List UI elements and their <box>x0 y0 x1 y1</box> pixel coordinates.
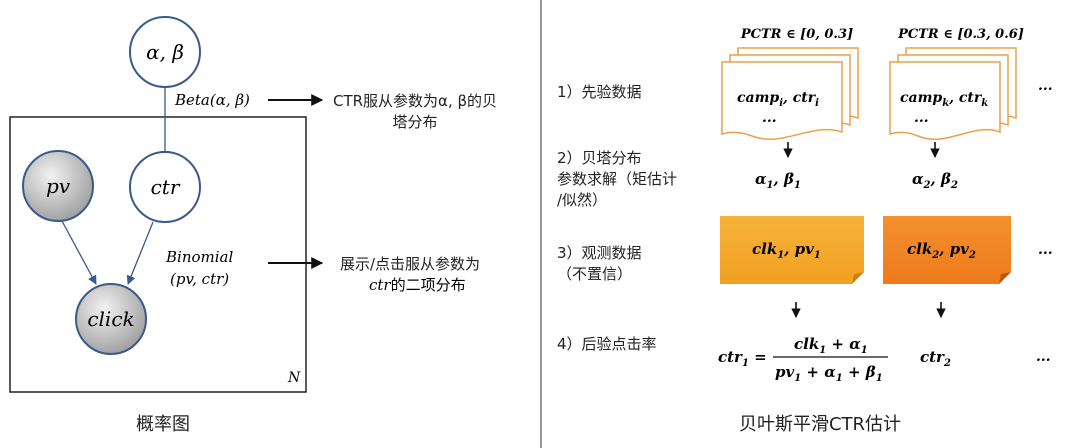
annotation-binomial-line2: ctr的二项分布 <box>369 276 466 294</box>
bucket-1-doc-line1: campi, ctri <box>737 90 819 109</box>
step-observed-line1: 3）观测数据 <box>557 244 642 262</box>
edge-ctr-click <box>126 221 154 285</box>
svg-text:ctr: ctr <box>151 175 181 199</box>
edge-pv-click <box>61 220 97 285</box>
ellipsis-observed: ... <box>1038 242 1053 258</box>
bucket-1: PCTR ∈ [0, 0.3] campi, ctri ... α1, β1 <box>720 27 864 318</box>
edge-label-beta: Beta(α, β) <box>174 91 250 109</box>
node-ctr: ctr <box>129 151 201 223</box>
annotation-beta-line1: CTR服从参数为α, β的贝 <box>333 92 497 110</box>
left-caption: 概率图 <box>136 414 190 435</box>
bucket-2-observed-note <box>883 216 1011 284</box>
node-click: click <box>75 283 147 355</box>
right-caption: 贝叶斯平滑CTR估计 <box>739 414 901 435</box>
formula-ctr2: ctr2 <box>920 348 951 369</box>
node-alpha-beta: α, β <box>129 16 201 88</box>
bucket-2: PCTR ∈ [0.3, 0.6] campk, ctrk ... α2, β2… <box>883 27 1024 318</box>
svg-text:α, β: α, β <box>146 40 184 64</box>
step-beta-line2: 参数求解（矩估计 <box>557 170 677 188</box>
annotation-beta-line2: 塔分布 <box>392 113 437 131</box>
left-panel: N α, β pv ctr click Beta(α, β) Binomial … <box>9 16 497 435</box>
bucket-1-observed-note <box>720 216 864 284</box>
right-panel: 1）先验数据 2）贝塔分布 参数求解（矩估计 /似然） 3）观测数据 （不置信）… <box>557 27 1053 435</box>
bucket-2-range: PCTR ∈ [0.3, 0.6] <box>897 27 1024 42</box>
step-beta-line3: /似然） <box>557 191 607 209</box>
bucket-1-observed: clk1, pv1 <box>752 240 821 261</box>
bucket-1-params: α1, β1 <box>755 170 801 191</box>
step-observed-line2: （不置信） <box>557 265 632 283</box>
bucket-2-doc-line2: ... <box>914 110 929 126</box>
bucket-2-observed: clk2, pv2 <box>907 240 976 261</box>
ellipsis-docs: ... <box>1038 78 1053 94</box>
svg-text:click: click <box>87 307 134 331</box>
bucket-1-docs <box>721 47 859 140</box>
formula-denominator: pv1 + α1 + β1 <box>775 363 883 384</box>
bucket-2-doc-line1: campk, ctrk <box>900 90 988 109</box>
bucket-1-doc-line2: ... <box>762 110 777 126</box>
step-posterior: 4）后验点击率 <box>557 335 657 353</box>
posterior-formula: ctr1 = clk1 + α1 pv1 + α1 + β1 ctr2 <box>718 335 951 384</box>
formula-lhs: ctr1 = <box>718 348 767 369</box>
bucket-1-range: PCTR ∈ [0, 0.3] <box>740 27 853 42</box>
bucket-2-params: α2, β2 <box>912 170 958 191</box>
edge-label-binomial-args: (pv, ctr) <box>170 270 229 288</box>
ellipsis-posterior: ... <box>1036 349 1051 365</box>
step-prior: 1）先验数据 <box>557 83 642 101</box>
annotation-binomial-line1: 展示/点击服从参数为 <box>340 255 480 273</box>
plate <box>9 116 307 393</box>
node-pv: pv <box>22 150 94 222</box>
edge-label-binomial: Binomial <box>165 248 233 266</box>
svg-text:pv: pv <box>46 174 71 198</box>
formula-numerator: clk1 + α1 <box>794 335 868 356</box>
plate-label: N <box>287 370 301 386</box>
bucket-2-docs <box>889 47 1017 140</box>
step-beta-line1: 2）贝塔分布 <box>557 149 642 167</box>
